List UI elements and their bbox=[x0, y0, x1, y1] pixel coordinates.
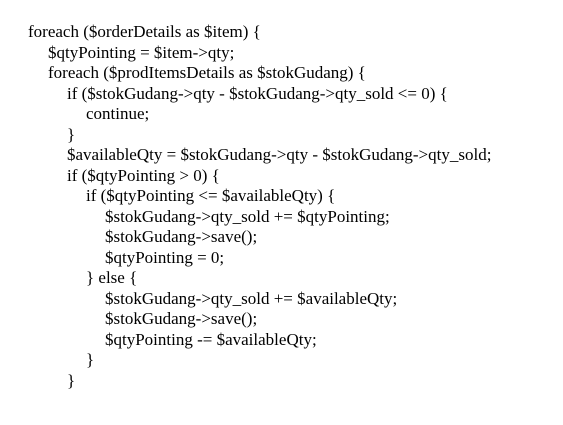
code-line: } bbox=[86, 350, 95, 369]
code-line: } else { bbox=[86, 268, 138, 287]
code-line: $qtyPointing -= $availableQty; bbox=[105, 329, 317, 349]
code-line: if ($qtyPointing > 0) { bbox=[67, 165, 220, 185]
code-line: $stokGudang->qty_sold += $availableQty; bbox=[105, 288, 398, 308]
code-line: } bbox=[67, 370, 76, 390]
code-line: $qtyPointing = 0; bbox=[105, 247, 225, 267]
code-line: continue; bbox=[86, 104, 150, 123]
code-line: foreach ($orderDetails as $item) { bbox=[28, 22, 261, 41]
code-line: $stokGudang->save(); bbox=[105, 309, 258, 328]
code-line: } bbox=[67, 124, 76, 144]
code-block: foreach ($orderDetails as $item) { $qtyP… bbox=[0, 22, 563, 391]
code-line: $stokGudang->save(); bbox=[105, 227, 258, 246]
code-line: if ($stokGudang->qty - $stokGudang->qty_… bbox=[67, 83, 448, 103]
code-line: $stokGudang->qty_sold += $qtyPointing; bbox=[105, 206, 390, 226]
code-line: foreach ($prodItemsDetails as $stokGudan… bbox=[48, 63, 366, 82]
code-line: if ($qtyPointing <= $availableQty) { bbox=[86, 186, 336, 205]
code-line: $qtyPointing = $item->qty; bbox=[48, 42, 235, 62]
code-line: $availableQty = $stokGudang->qty - $stok… bbox=[67, 145, 492, 164]
